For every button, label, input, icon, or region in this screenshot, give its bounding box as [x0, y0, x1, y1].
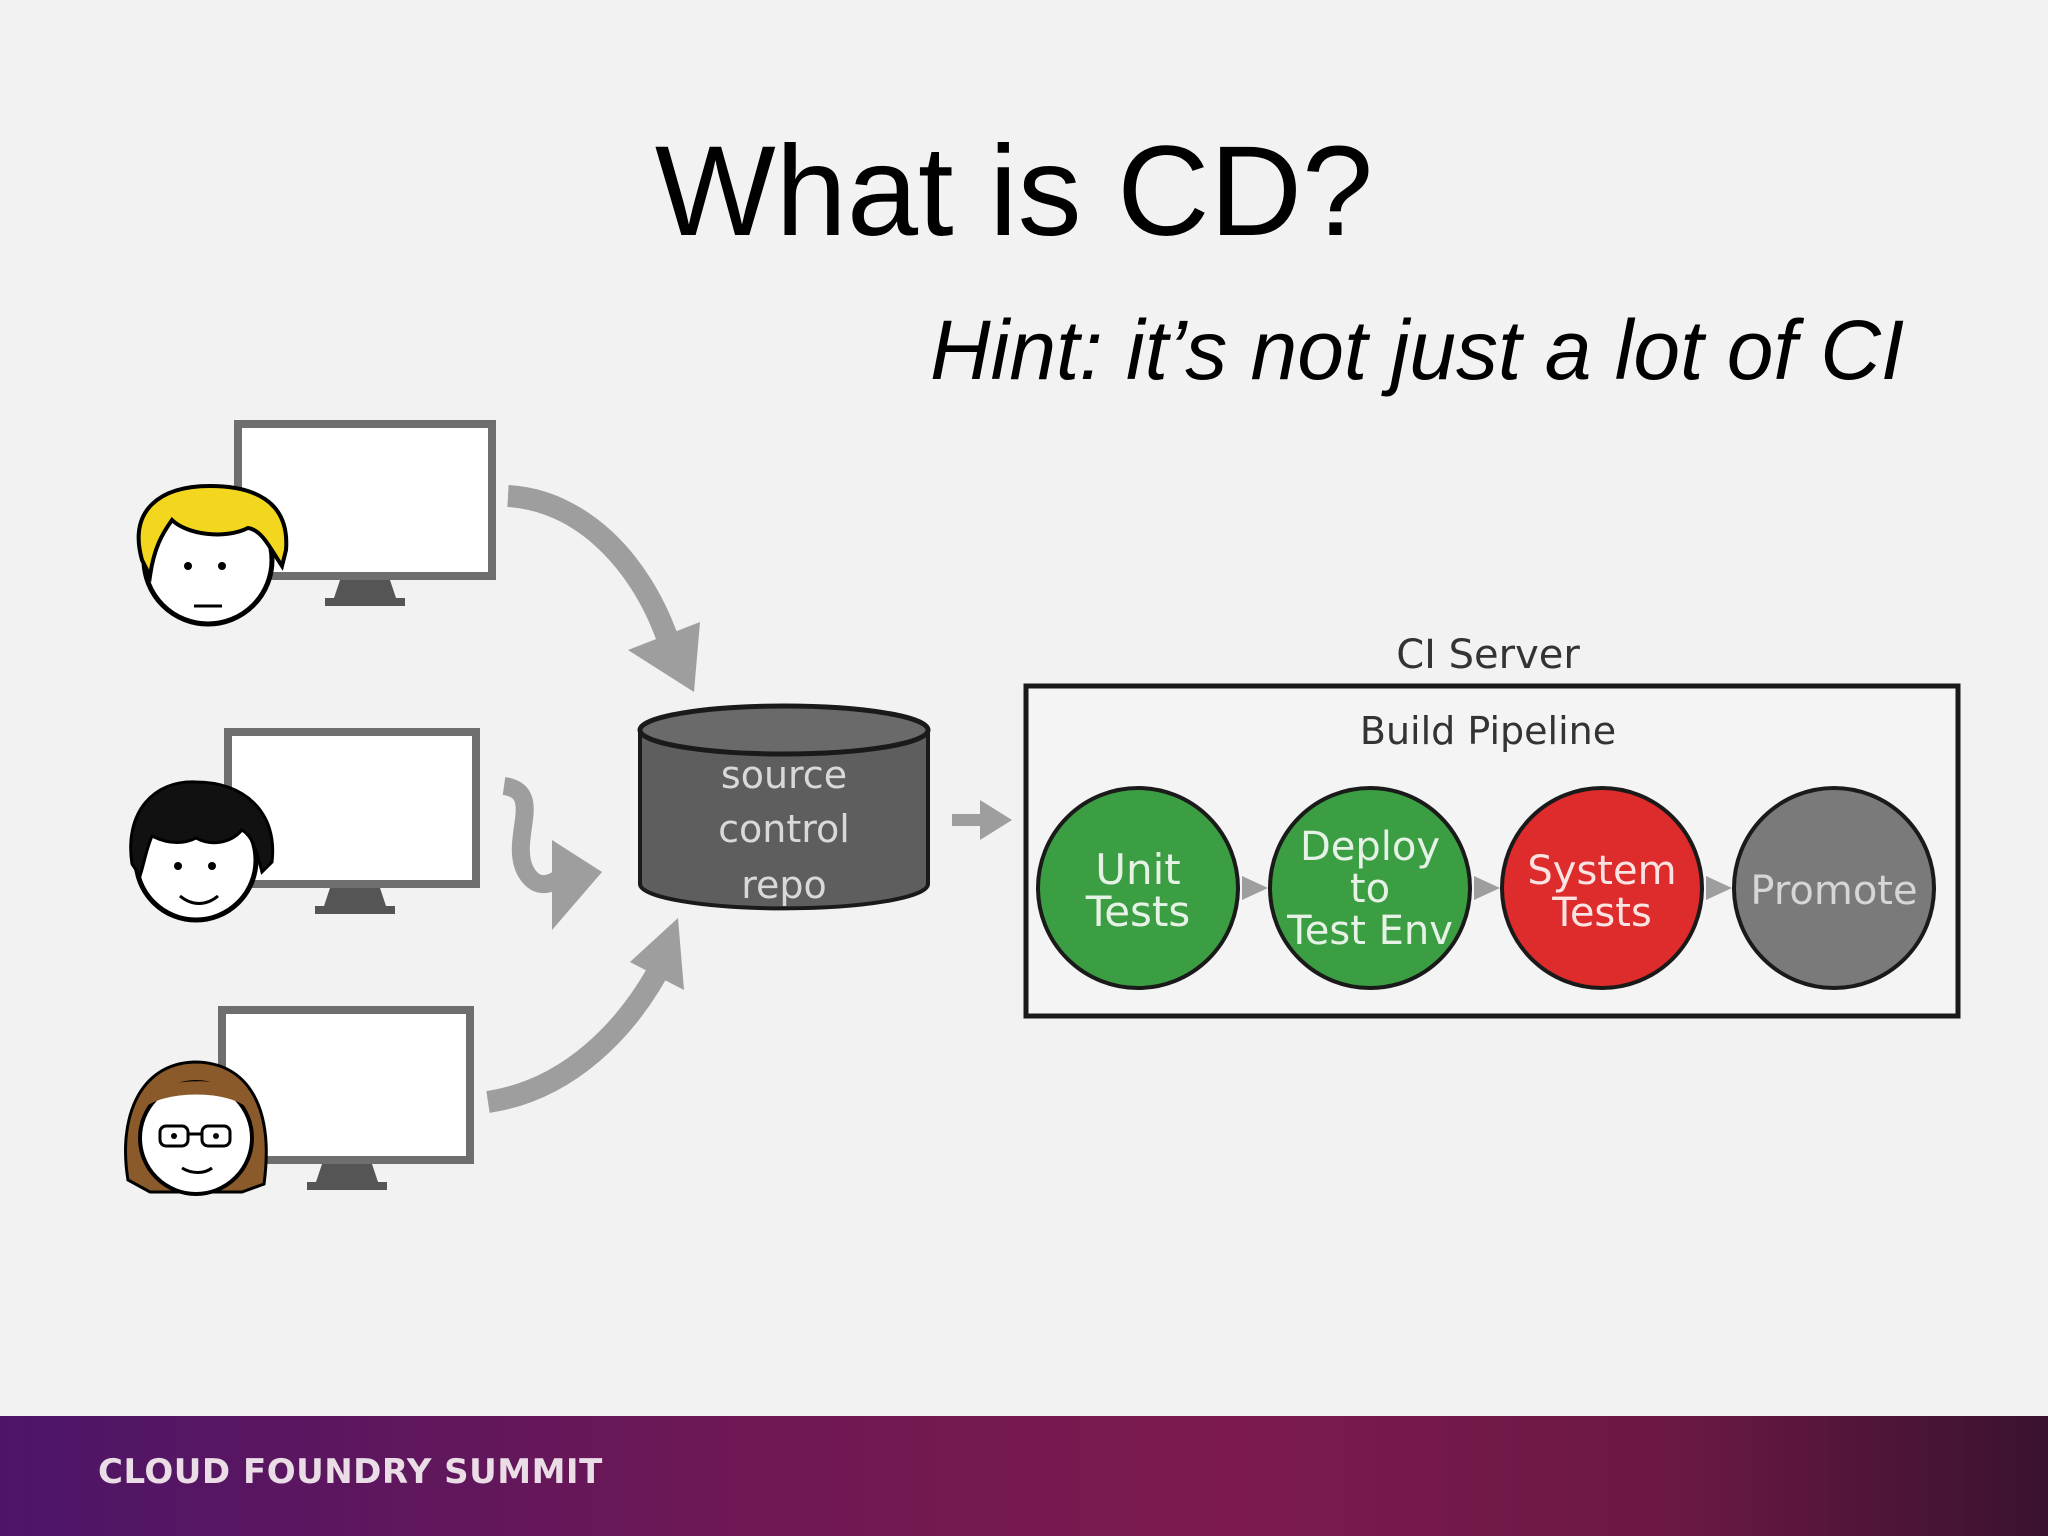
developer-1-hair: [136, 483, 289, 583]
arrow-repo-to-ci: [952, 800, 1012, 840]
developer-2-hair: [129, 780, 275, 880]
repo-label-line2: control: [718, 807, 850, 851]
stage-unit-tests-line2: Tests: [1085, 887, 1191, 936]
stage-promote: Promote: [1732, 786, 1936, 990]
stage-deploy-line1: Deploy: [1300, 824, 1440, 870]
stage-deploy-line2: to: [1350, 866, 1390, 912]
stage-system-tests: System Tests: [1500, 786, 1704, 990]
black-hair-developer-icon: [129, 780, 275, 923]
stage-system-tests-line1: System: [1527, 848, 1676, 894]
repo-label-line3: repo: [741, 863, 827, 907]
developer-2: [129, 728, 480, 923]
footer-brand-text: CLOUD FOUNDRY SUMMIT: [98, 1452, 603, 1492]
developer-1: [136, 420, 496, 627]
repo-label-line1: source: [721, 753, 847, 797]
slide-title: What is CD?: [0, 122, 2048, 262]
slide-subtitle: Hint: it’s not just a lot of CI: [930, 303, 1905, 397]
arrow-dev1-to-repo: [507, 485, 700, 692]
build-pipeline-label: Build Pipeline: [1360, 709, 1616, 753]
stage-unit-tests-line1: Unit: [1095, 845, 1181, 894]
ci-server-label: CI Server: [1396, 632, 1580, 678]
stage-system-tests-line2: Tests: [1551, 890, 1652, 936]
brown-hair-developer-icon: [124, 1060, 268, 1196]
stage-promote-line1: Promote: [1750, 868, 1917, 914]
cd-diagram: source control repo CI Server Build Pipe…: [124, 420, 1961, 1196]
blonde-developer-icon: [136, 483, 289, 627]
arrow-dev3-to-repo: [486, 918, 684, 1113]
footer-bar: [0, 1416, 2048, 1536]
pipeline-connectors: [1242, 876, 1732, 900]
stage-deploy-line3: Test Env: [1286, 908, 1453, 954]
developer-3: [124, 1006, 474, 1196]
stage-deploy-to-test-env: Deploy to Test Env: [1268, 786, 1472, 990]
stage-unit-tests: Unit Tests: [1036, 786, 1240, 990]
source-control-repo: source control repo: [637, 703, 931, 911]
slide-title-text: What is CD?: [654, 120, 1374, 263]
arrow-dev2-to-repo: [501, 777, 602, 930]
